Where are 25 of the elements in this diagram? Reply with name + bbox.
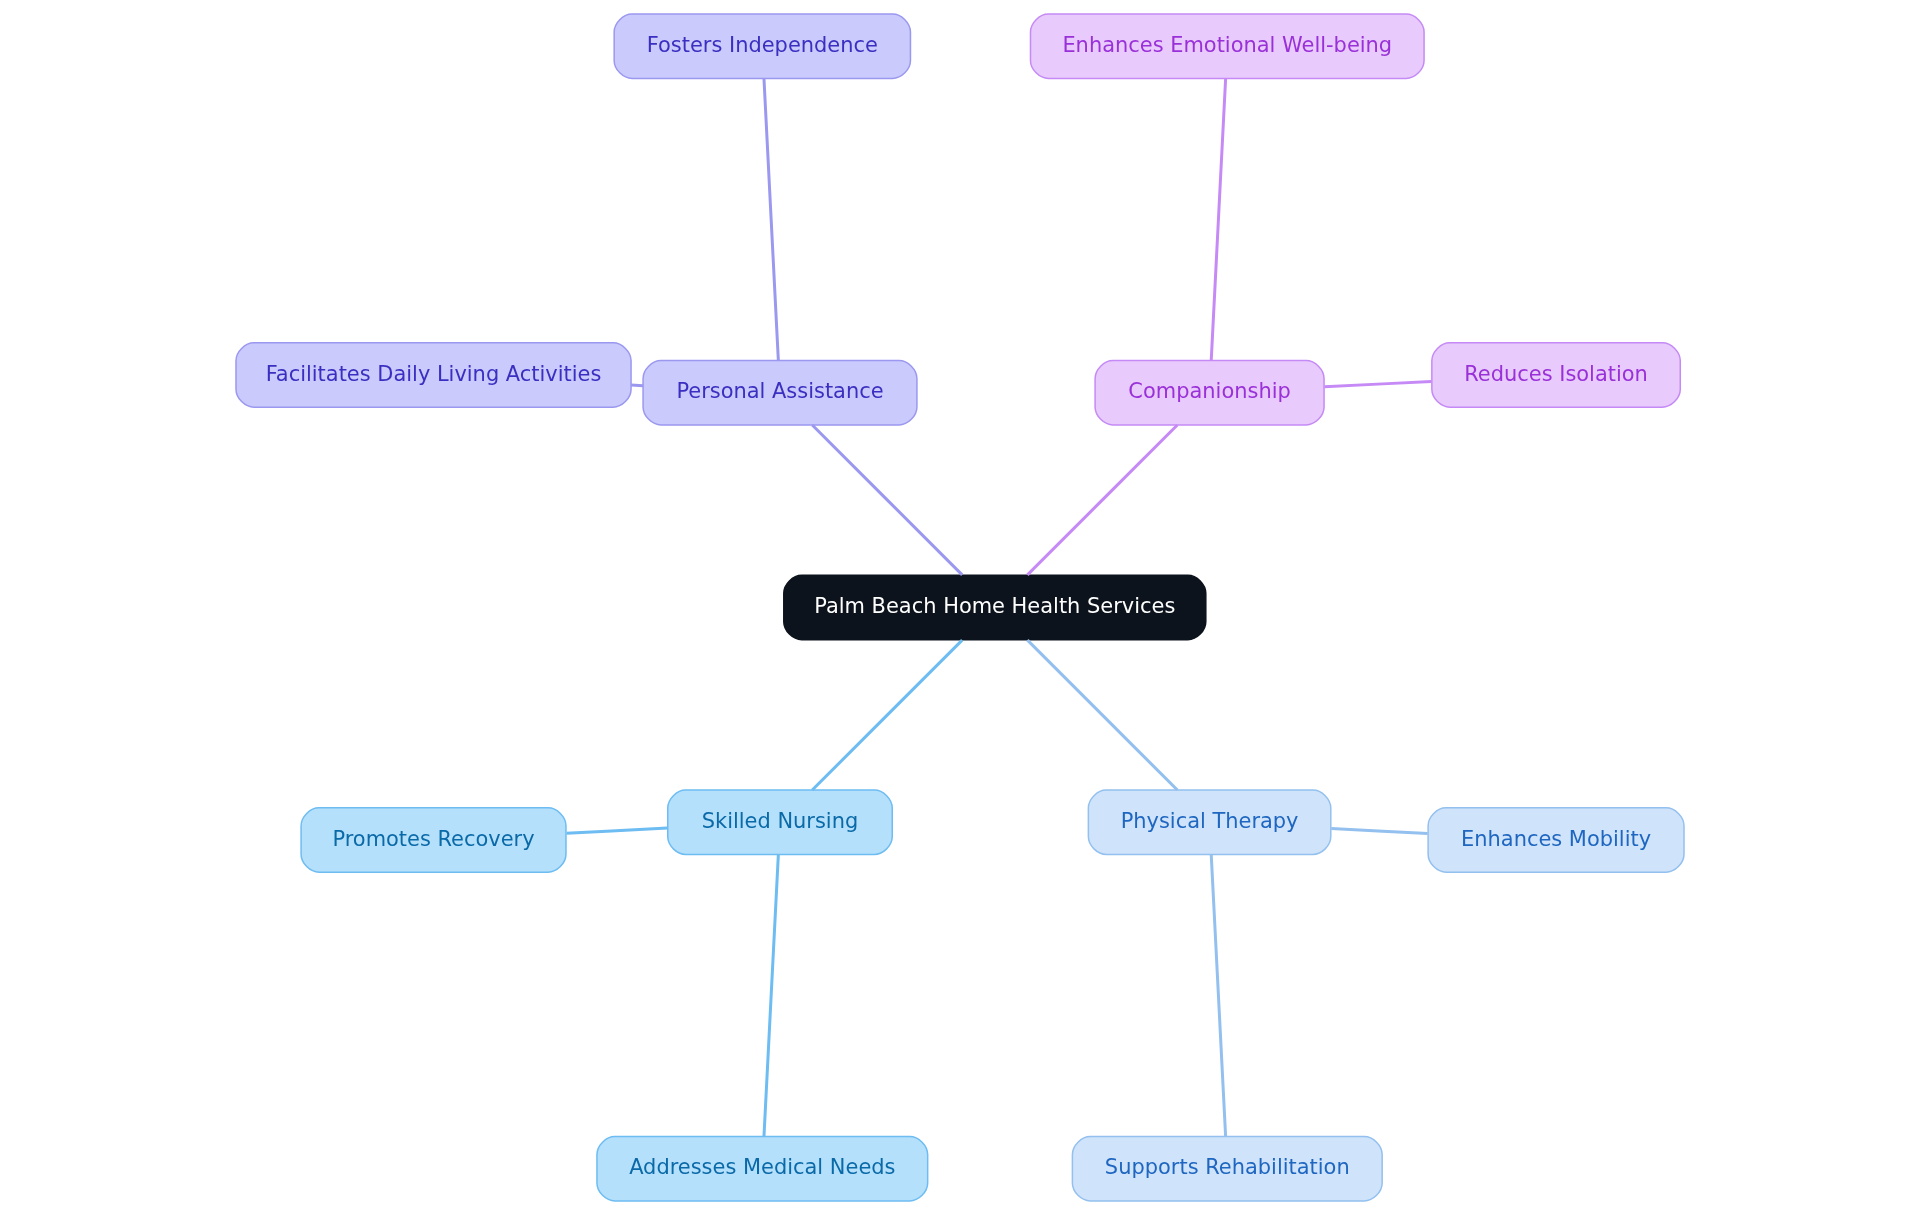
connector	[811, 423, 964, 576]
connector	[811, 639, 964, 792]
node-box: Fosters Independence	[613, 13, 912, 80]
node-box: Companionship	[1094, 359, 1325, 426]
connector	[1209, 854, 1228, 1137]
connector	[1324, 379, 1432, 389]
connector	[1026, 423, 1179, 576]
connector	[1209, 78, 1228, 361]
node-box: Addresses Medical Needs	[596, 1135, 929, 1202]
node-box: Promotes Recovery	[300, 807, 567, 873]
node-box: Reduces Isolation	[1431, 342, 1681, 408]
connector	[631, 383, 644, 388]
node-box: Enhances Emotional Well-being	[1029, 13, 1425, 80]
connector	[762, 78, 780, 361]
node-box: Palm Beach Home Health Services	[783, 574, 1207, 641]
node-box: Facilitates Daily Living Activities	[235, 342, 632, 408]
connector	[762, 854, 780, 1137]
node-box: Supports Rehabilitation	[1071, 1135, 1383, 1202]
node-box: Skilled Nursing	[667, 789, 893, 856]
connector	[1331, 827, 1428, 835]
node-box: Physical Therapy	[1087, 789, 1332, 856]
connector	[566, 826, 668, 835]
node-box: Enhances Mobility	[1427, 807, 1685, 873]
connector	[1026, 639, 1179, 792]
node-box: Personal Assistance	[642, 359, 918, 426]
